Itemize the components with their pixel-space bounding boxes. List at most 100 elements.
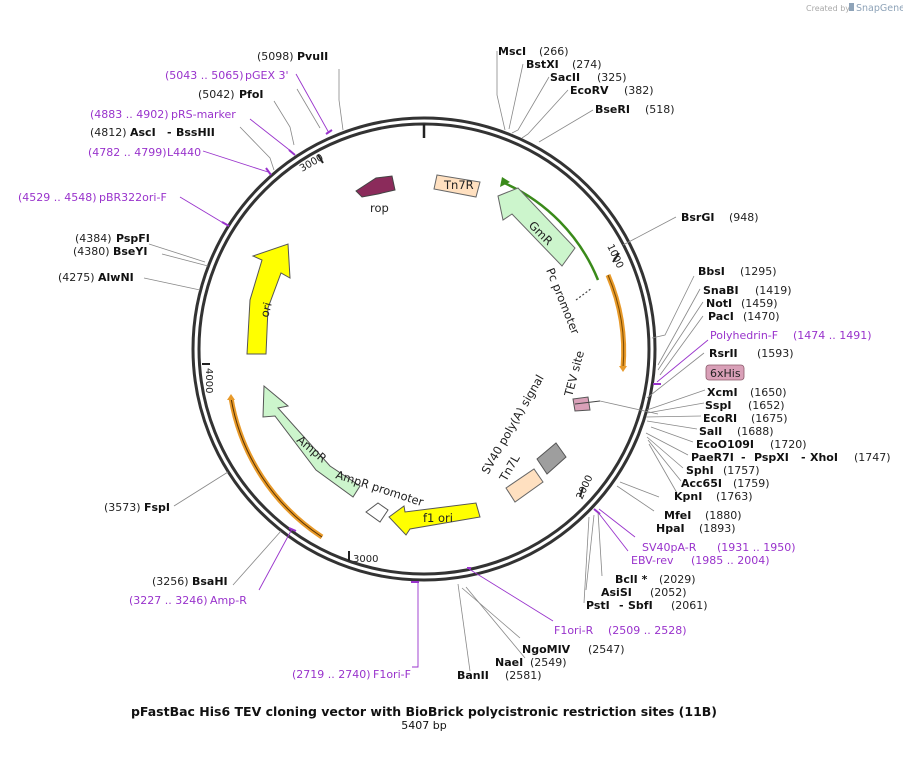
label-noti-pos: (1459): [741, 297, 778, 310]
label-ebv-pos: (1985 .. 2004): [691, 554, 770, 567]
label-fspi: FspI: [144, 501, 170, 514]
label-hpai: HpaI: [656, 522, 685, 535]
ampr-orange-arrow-icon: [227, 394, 235, 400]
label-banii-pos: (2581): [505, 669, 542, 682]
label-naei: NaeI: [495, 656, 523, 669]
feature-ampr: AmpR: [262, 384, 361, 498]
feature-label-rop: rop: [370, 201, 389, 215]
label-mfei-pos: (1880): [705, 509, 742, 522]
label-ngomiv: NgoMIV: [522, 643, 571, 656]
label-polyh: Polyhedrin-F: [710, 329, 778, 342]
label-pvuii: PvuII: [297, 50, 328, 63]
label-bseyi-pos: (4380): [73, 245, 110, 258]
label-bstxi: BstXI: [526, 58, 559, 71]
label-bcli: BclI *: [615, 573, 648, 586]
label-pspfi-pos: (4384): [75, 232, 112, 245]
label-asci-sep: -: [167, 126, 172, 139]
label-prs: pRS-marker: [171, 108, 236, 121]
snapgene-credit: Created by SnapGene: [806, 3, 903, 14]
label-sv40pa-pos: (1931 .. 1950): [717, 541, 796, 554]
label-sphi: SphI: [686, 464, 714, 477]
label-paer-sep2: -: [801, 451, 806, 464]
label-asisi-pos: (2052): [650, 586, 687, 599]
label-ebv: EBV-rev: [631, 554, 674, 567]
ampr-orange-edge: [230, 397, 323, 538]
polyhedrin-promoter-edge: [607, 274, 625, 369]
label-ecorv-pos: (382): [624, 84, 654, 97]
label-ampr-primer: Amp-R: [210, 594, 247, 607]
label-prs-pos: (4883 .. 4902): [90, 108, 169, 121]
feature-label-ori: ori: [257, 301, 274, 319]
label-noti: NotI: [706, 297, 732, 310]
label-msci: MscI: [498, 45, 526, 58]
tick-marks: [202, 154, 620, 561]
label-pgex: pGEX 3': [245, 69, 289, 82]
label-sspi: SspI: [705, 399, 731, 412]
label-xhoi-pos: (1747): [854, 451, 891, 464]
label-sacii-pos: (325): [597, 71, 627, 84]
label-asisi: AsiSI: [601, 586, 632, 599]
label-pspfi: PspFI: [116, 232, 150, 245]
label-xcmi-pos: (1650): [750, 386, 787, 399]
label-banii: BanII: [457, 669, 489, 682]
label-xcmi: XcmI: [707, 386, 738, 399]
label-sali: SalI: [699, 425, 722, 438]
backbone-outer: [191, 116, 657, 582]
label-bcli-pos: (2029): [659, 573, 696, 586]
label-polyh-pos: (1474 .. 1491): [793, 329, 872, 342]
label-bsshii: BssHII: [176, 126, 215, 139]
label-pfoi: PfoI: [239, 88, 264, 101]
feature-tev-site: TEV site: [561, 349, 601, 412]
label-bbsi: BbsI: [698, 265, 725, 278]
label-l4440: L4440: [167, 146, 201, 159]
polyhedrin-arrow-icon: [619, 366, 627, 372]
label-sv40pa: SV40pA-R: [642, 541, 697, 554]
label-acc65i-pos: (1759): [733, 477, 770, 490]
feature-label-tev: TEV site: [561, 349, 587, 399]
map-length: 5407 bp: [401, 719, 446, 732]
feature-gmr: GmR: [497, 187, 576, 267]
label-kpni-pos: (1763): [716, 490, 753, 503]
label-bseri-pos: (518): [645, 103, 675, 116]
snapgene-logo-icon: [849, 3, 854, 11]
label-bsahi: BsaHI: [192, 575, 228, 588]
label-paci-pos: (1470): [743, 310, 780, 323]
label-bstxi-pos: (274): [572, 58, 602, 71]
label-alwni: AlwNI: [98, 271, 134, 284]
label-ecori: EcoRI: [703, 412, 737, 425]
feature-rop: rop: [355, 175, 396, 215]
label-bsrgi: BsrGI: [681, 211, 714, 224]
label-bsahi-pos: (3256): [152, 575, 189, 588]
label-f1orif: F1ori-F: [373, 668, 411, 681]
label-acc65i: Acc65I: [681, 477, 722, 490]
label-naei-pos: (2549): [530, 656, 567, 669]
label-asci-pos: (4812): [90, 126, 127, 139]
feature-sv40: SV40 poly(A) signal: [478, 372, 567, 477]
tick-label-4000: 4000: [203, 368, 214, 393]
label-xhoi: XhoI: [810, 451, 838, 464]
credit-created-by: Created by: [806, 4, 850, 13]
label-bseri: BseRI: [595, 103, 630, 116]
feature-f1-ori: f1 ori: [388, 502, 481, 536]
label-alwni-pos: (4275): [58, 271, 95, 284]
label-ecori-pos: (1675): [751, 412, 788, 425]
label-sphi-pos: (1757): [723, 464, 760, 477]
label-pfoi-pos: (5042): [198, 88, 235, 101]
label-paci: PacI: [708, 310, 734, 323]
label-snabi: SnaBI: [703, 284, 739, 297]
feature-label-f1-ori: f1 ori: [423, 511, 453, 525]
feature-tn7r: Tn7R: [433, 174, 481, 198]
label-f1orif-pos: (2719 .. 2740): [292, 668, 371, 681]
label-fspi-pos: (3573): [104, 501, 141, 514]
label-bbsi-pos: (1295): [740, 265, 777, 278]
label-sspi-pos: (1652): [748, 399, 785, 412]
label-f1orir-pos: (2509 .. 2528): [608, 624, 687, 637]
label-psti: PstI: [586, 599, 610, 612]
feature-label-pc-promoter: Pc promoter: [543, 266, 582, 337]
label-bseyi: BseYI: [113, 245, 147, 258]
label-ecoo109i: EcoO109I: [696, 438, 754, 451]
label-psti-pos: (2061): [671, 599, 708, 612]
label-pbr: pBR322ori-F: [99, 191, 167, 204]
label-snabi-pos: (1419): [755, 284, 792, 297]
